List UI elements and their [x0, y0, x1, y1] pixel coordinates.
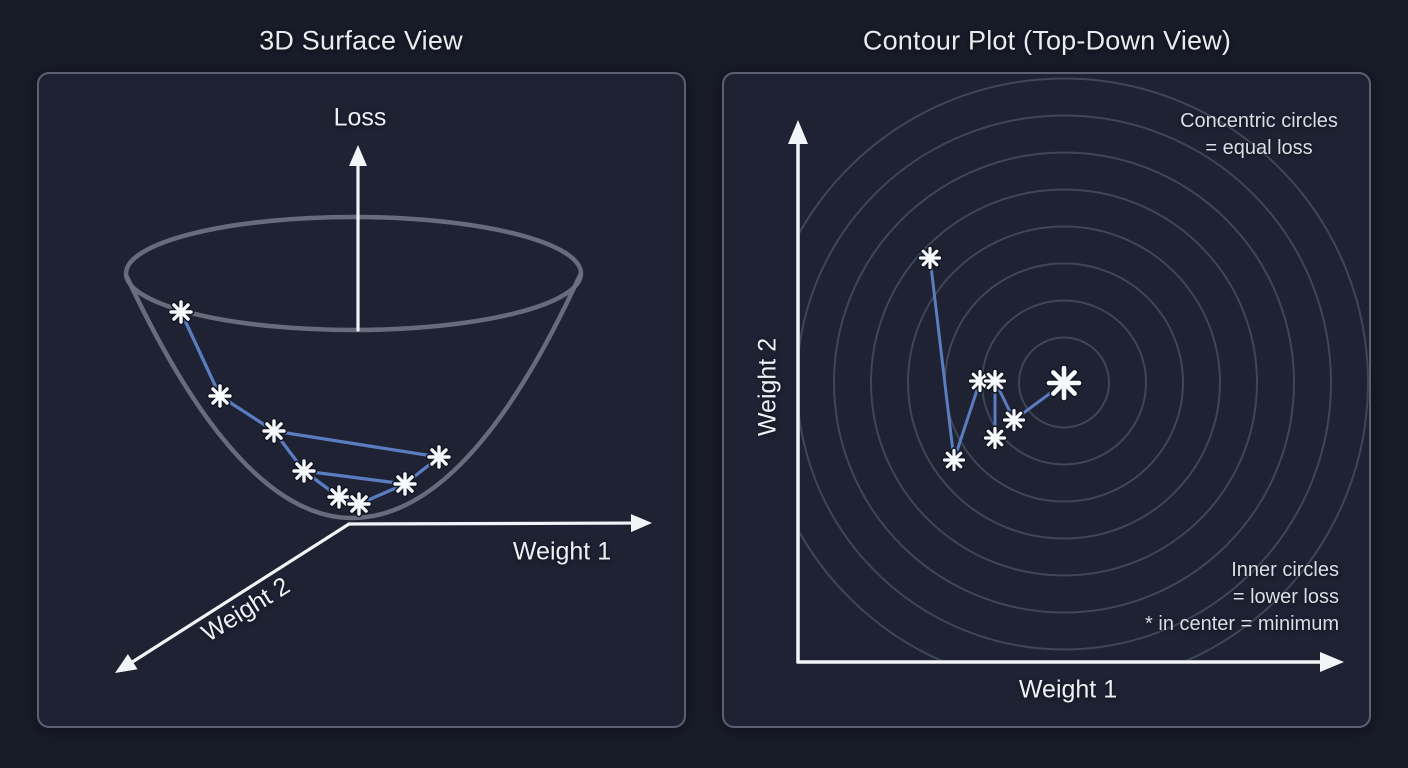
equal-loss-annotation: Concentric circles = equal loss — [1180, 108, 1338, 162]
surface-view-panel: Loss Weight 1 Weight 2 — [37, 72, 686, 728]
weight2-axis-label-right: Weight 2 — [753, 337, 782, 437]
contour-plot-panel: Weight 1 Weight 2 Concentric circles = e… — [722, 72, 1371, 728]
left-panel-title: 3D Surface View — [259, 25, 463, 56]
loss-axis-label: Loss — [333, 103, 387, 132]
weight1-axis-label-left: Weight 1 — [512, 537, 612, 566]
minimum-annotation: Inner circles = lower loss * in center =… — [1145, 557, 1339, 638]
annotation-line: Inner circles — [1231, 559, 1339, 581]
right-panel-title: Contour Plot (Top-Down View) — [862, 25, 1232, 56]
annotation-line: = lower loss — [1232, 586, 1339, 608]
weight1-axis-label-right: Weight 1 — [1018, 675, 1118, 704]
annotation-line: * in center = minimum — [1145, 613, 1339, 635]
contour-plot — [788, 77, 1369, 672]
annotation-line: Concentric circles — [1180, 110, 1338, 132]
loss-surface-plot — [115, 145, 652, 673]
annotation-line: = equal loss — [1205, 137, 1313, 159]
